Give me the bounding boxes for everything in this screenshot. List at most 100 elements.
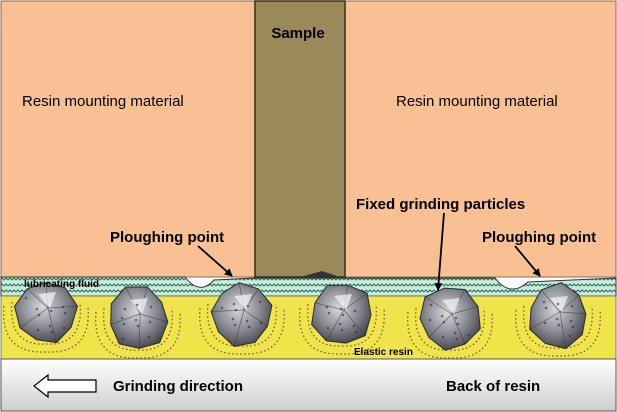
particle-speckle [247, 325, 251, 329]
grinding-particles [3, 282, 601, 359]
particle-facet [559, 311, 586, 315]
ploughing-right-label: Ploughing point [482, 229, 596, 246]
particle-highlight [130, 298, 148, 314]
resin-right-label: Resin mounting material [396, 93, 558, 110]
stress-contour [299, 307, 385, 355]
particle-speckle [123, 307, 127, 311]
particle-speckle [136, 324, 140, 328]
particle-facet [428, 313, 453, 338]
particle-body [110, 286, 169, 349]
grinding-direction-label: Grinding direction [113, 378, 243, 395]
stress-contour [103, 307, 173, 351]
sample-column [254, 0, 346, 278]
particle-speckle [48, 324, 52, 328]
ploughing-left-label: Ploughing point [110, 229, 224, 246]
particle-speckle [37, 313, 41, 317]
particle-facet [540, 289, 561, 313]
particle-speckle [543, 321, 547, 325]
grinding-particle [515, 282, 601, 357]
particle-speckle [149, 305, 153, 309]
particle-speckle [455, 337, 459, 341]
particle-speckle [571, 325, 575, 329]
stress-contour [407, 311, 493, 359]
stress-contour [207, 303, 277, 347]
stress-contour [199, 307, 285, 355]
fixed-particles-pointer [434, 212, 445, 291]
particle-facet [343, 292, 368, 311]
grinding-particle [95, 286, 181, 359]
particle-speckle [50, 330, 54, 334]
stress-contour [523, 305, 593, 349]
particle-speckle [456, 322, 460, 326]
particle-speckle [147, 335, 151, 339]
particle-speckle [441, 335, 445, 339]
stress-contour [307, 303, 377, 347]
particle-body [210, 282, 273, 348]
particle-facet [424, 296, 453, 315]
particle-speckle [544, 306, 548, 310]
particle-facet [559, 311, 567, 349]
particle-facet [343, 309, 366, 336]
particle-speckle [454, 316, 458, 320]
particle-speckle [555, 317, 559, 321]
particle-facet [451, 306, 479, 315]
back-of-resin-base [0, 358, 617, 412]
particle-speckle [338, 322, 342, 326]
elastic-resin-label: Elastic resin [354, 347, 413, 358]
particle-speckle [35, 307, 39, 311]
particle-highlight [38, 292, 56, 308]
particle-speckle [61, 305, 65, 309]
sample-label: Sample [271, 25, 324, 42]
particle-speckle [569, 319, 573, 323]
particle-speckle [442, 320, 446, 324]
particle-speckle [220, 306, 224, 310]
particle-facet [314, 302, 345, 311]
particle-speckle [340, 328, 344, 332]
particle-speckle [234, 308, 238, 312]
particle-speckle [352, 324, 356, 328]
particle-speckle [233, 323, 237, 327]
particle-facet [110, 313, 141, 325]
particle-speckle [36, 328, 40, 332]
stress-contour [515, 309, 601, 357]
ploughing-right-pointer [514, 245, 541, 277]
particle-speckle [245, 319, 249, 323]
particle-speckle [542, 300, 546, 304]
particle-facet [233, 309, 245, 347]
particle-speckle [339, 307, 343, 311]
particle-speckle [63, 311, 67, 315]
particle-facet [47, 307, 57, 343]
particle-speckle [341, 313, 345, 317]
stress-contour [11, 301, 81, 345]
particle-facet [139, 313, 141, 349]
particle-speckle [326, 326, 330, 330]
grinding-particle [3, 282, 89, 353]
fixed-particles-label: Fixed grinding particles [356, 196, 525, 213]
particle-speckle [134, 318, 138, 322]
grinding-particle [407, 287, 493, 359]
elastic-resin-layer [0, 295, 617, 360]
resin-block-left [0, 0, 256, 278]
particle-facet [529, 311, 561, 330]
particle-speckle [353, 309, 357, 313]
lubricating-fluid-label: lubricating fluid [24, 279, 99, 290]
particle-facet [211, 309, 245, 312]
particle-speckle [24, 296, 28, 300]
stress-contour [415, 307, 485, 351]
particle-speckle [232, 302, 236, 306]
particle-facet [19, 307, 49, 329]
particle-speckle [231, 317, 235, 321]
particle-highlight [334, 294, 352, 310]
debris-wedge [300, 271, 340, 277]
stress-contour [3, 305, 89, 353]
particle-speckle [259, 321, 263, 325]
particle-facet [27, 288, 49, 309]
particle-speckle [122, 322, 126, 326]
particle-speckle [327, 311, 331, 315]
grinding-direction-arrow [33, 373, 97, 399]
grinding-particle [299, 284, 385, 355]
particle-body [13, 282, 79, 344]
particle-facet [451, 313, 466, 345]
